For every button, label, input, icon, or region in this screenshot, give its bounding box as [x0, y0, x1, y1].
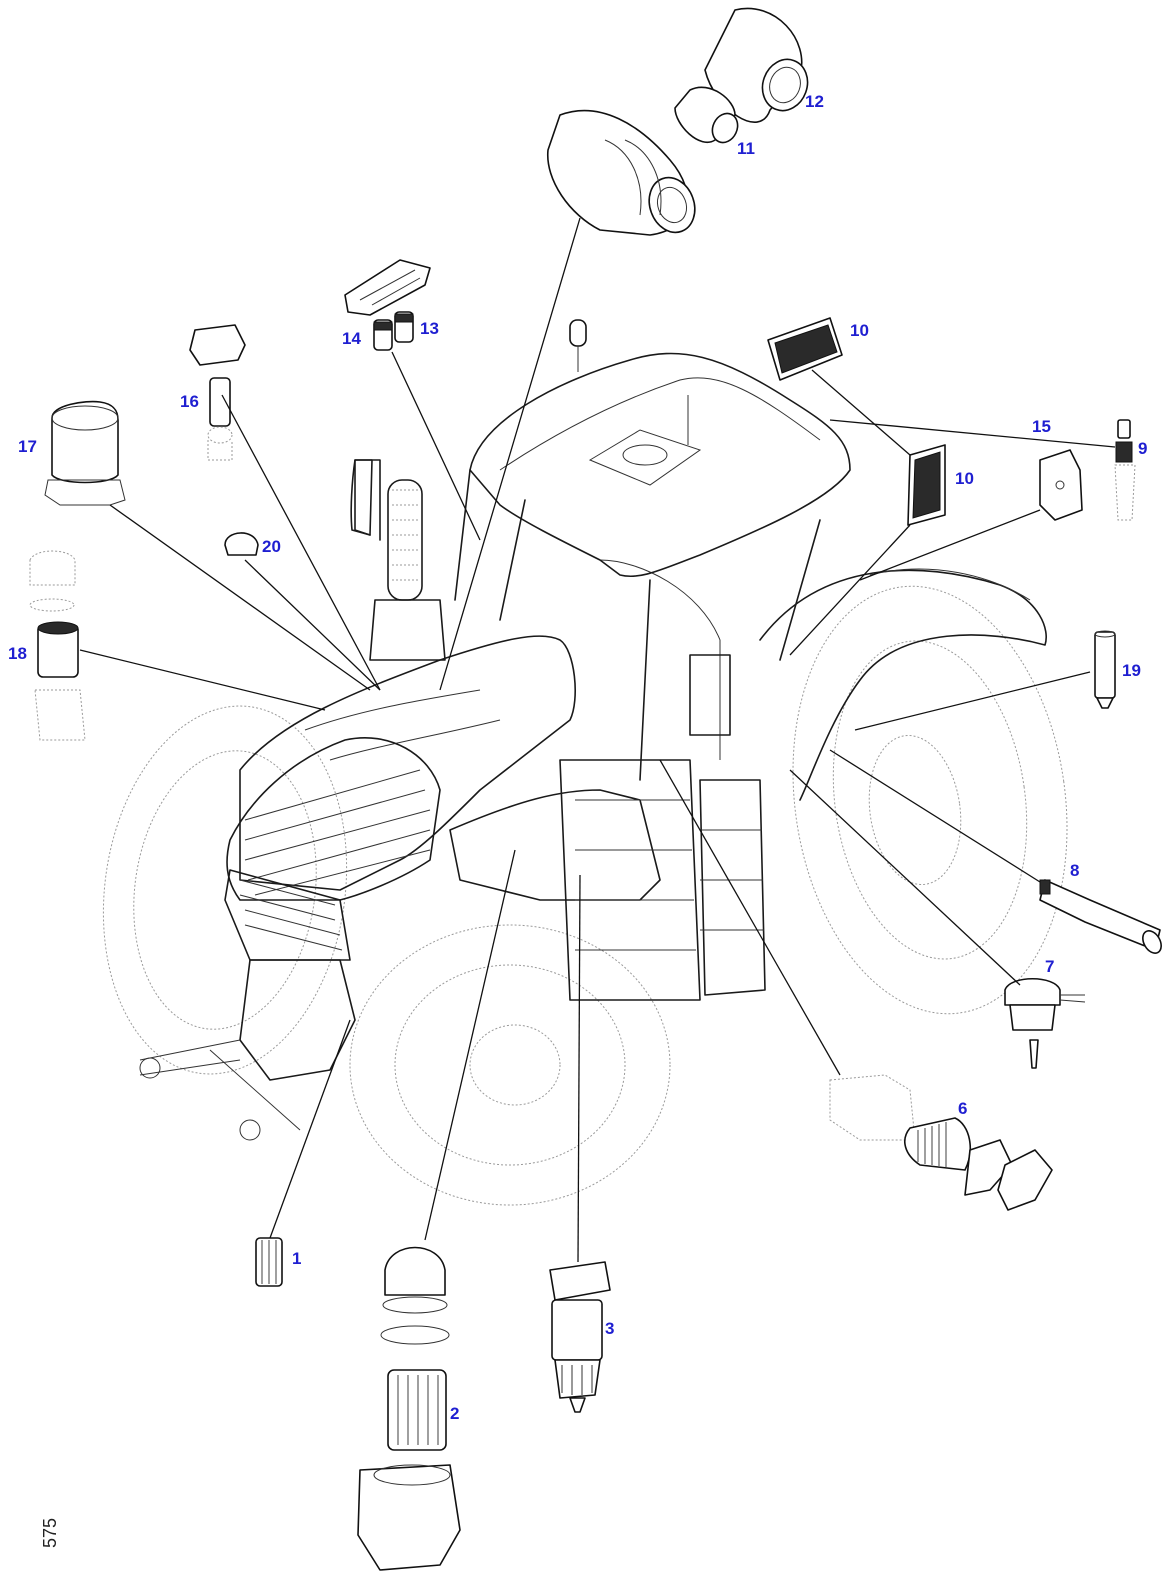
callout-2[interactable]: 2 [450, 1404, 460, 1423]
callout-1[interactable]: 1 [292, 1249, 302, 1268]
inner-air-filter-11[interactable] [674, 86, 742, 146]
callout-3[interactable]: 3 [605, 1319, 615, 1338]
filter-8[interactable] [1039, 879, 1165, 956]
fuel-prefilter-3[interactable] [549, 1261, 611, 1413]
fuel-filter-7[interactable] [1004, 978, 1086, 1069]
leader-lines [79, 217, 1116, 1263]
callout-16[interactable]: 16 [180, 392, 199, 411]
air-dryer-17[interactable] [44, 400, 126, 506]
callout-7[interactable]: 7 [1045, 957, 1055, 976]
callout-19[interactable]: 19 [1122, 661, 1141, 680]
callout-17[interactable]: 17 [18, 437, 37, 456]
oil-filter-2[interactable] [357, 1246, 461, 1571]
callout-10-a[interactable]: 10 [850, 321, 869, 340]
callout-11[interactable]: 11 [737, 139, 755, 158]
rear-right-wheel [792, 585, 1068, 1015]
filter-9[interactable] [1114, 419, 1136, 521]
air-filter-housing [547, 109, 696, 236]
tractor-body [139, 319, 1047, 1141]
filter-18[interactable] [29, 550, 86, 741]
callout-15[interactable]: 15 [1032, 417, 1051, 436]
callout-14[interactable]: 14 [342, 329, 361, 348]
cab-filter-6[interactable] [829, 1074, 1053, 1211]
valve-15[interactable] [1039, 449, 1083, 521]
callout-18[interactable]: 18 [8, 644, 27, 663]
cab-air-filter-10-b[interactable] [907, 444, 946, 526]
document-number: 575 [40, 1517, 60, 1548]
front-right-wheel [349, 924, 671, 1206]
callout-13[interactable]: 13 [420, 319, 439, 338]
front-left-wheel [102, 705, 348, 1075]
callout-9[interactable]: 9 [1138, 439, 1148, 458]
filter-1[interactable] [255, 1237, 283, 1287]
callout-8[interactable]: 8 [1070, 861, 1080, 880]
callout-12[interactable]: 12 [805, 92, 824, 111]
callout-6[interactable]: 6 [958, 1099, 968, 1118]
cab-air-filter-10-a[interactable] [767, 317, 843, 381]
filter-19[interactable] [1094, 630, 1116, 709]
callout-20[interactable]: 20 [262, 537, 281, 556]
filter-16[interactable] [189, 324, 246, 461]
hydraulic-breather-13-14[interactable] [344, 259, 431, 351]
cap-20[interactable] [224, 532, 259, 556]
callout-10-b[interactable]: 10 [955, 469, 974, 488]
